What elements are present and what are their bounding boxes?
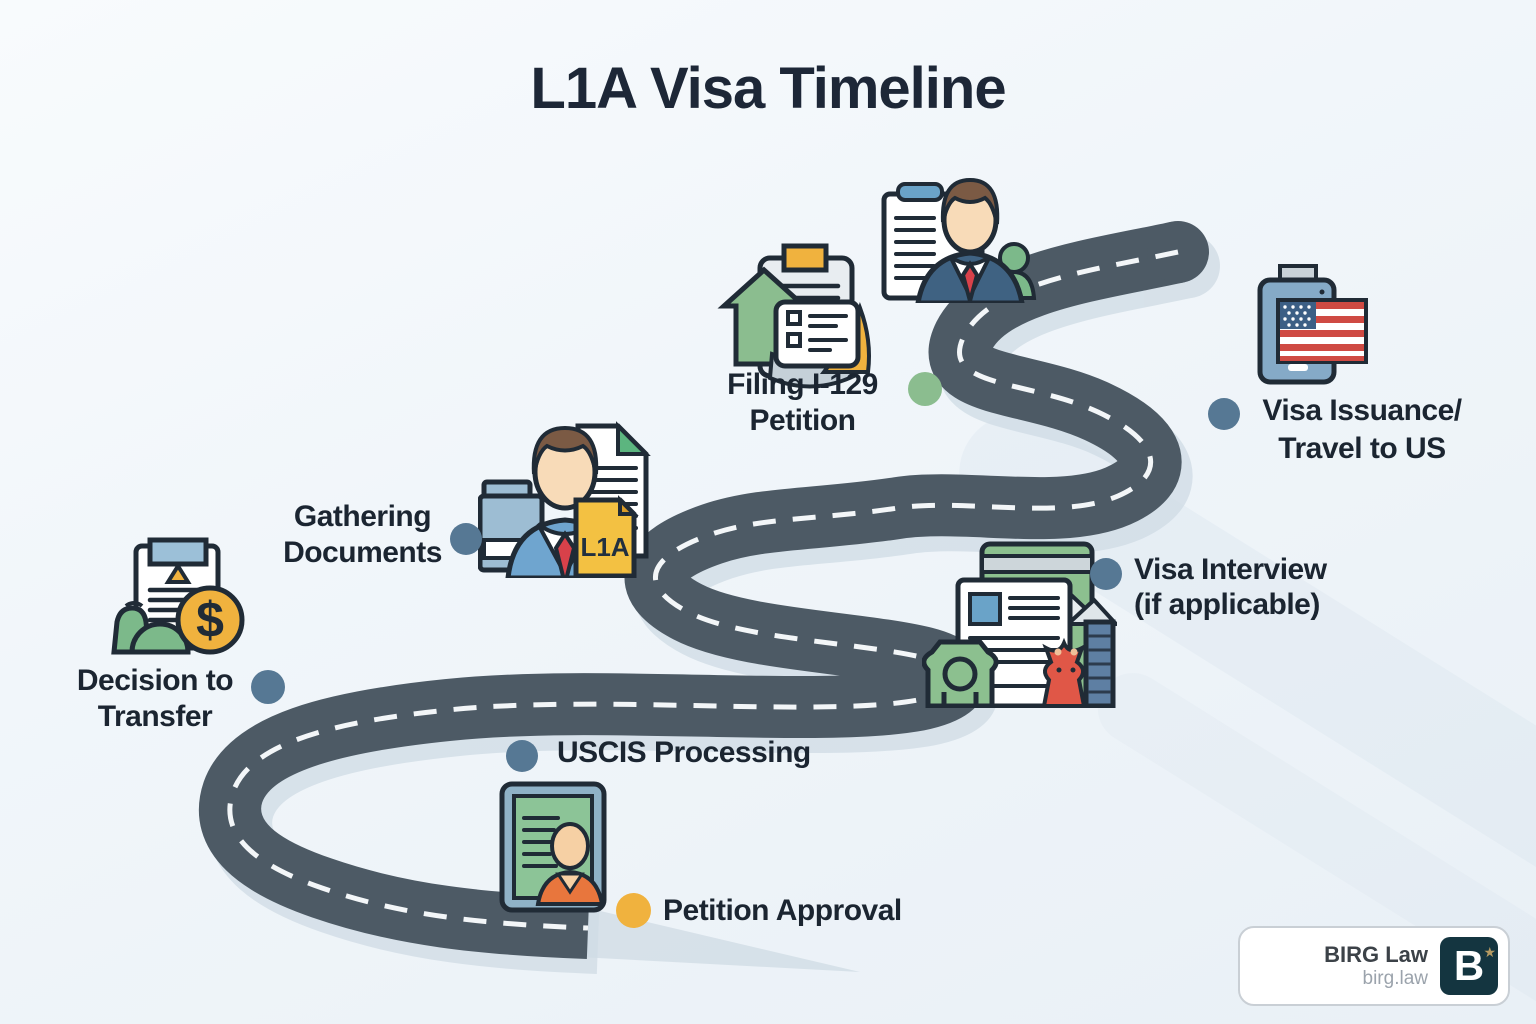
gathering-milestone-dot [450,523,482,555]
decision-milestone-dot [251,670,285,704]
petition-approval-icon [499,781,607,913]
visa-interview-icon [922,541,1117,708]
paperclip [896,182,944,202]
filing-milestone-dot [908,372,942,406]
brand-name: BIRG Law [1324,942,1428,968]
approved-person-face [550,822,590,870]
decision-to-transfer-icon: $ [111,537,245,655]
visa-issuance-icon [1257,264,1368,385]
label-visa-interview: Visa Interview (if applicable) [1134,553,1327,621]
brand-domain: birg.law [1362,967,1428,989]
filing-i129-icon [717,243,871,389]
uscis-milestone-dot [506,740,538,772]
label-filing-i129-petition: Filing I-129 Petition [727,368,878,437]
applicant-document-icon [881,177,1037,303]
brand-logo-star-icon: ★ [1483,944,1496,960]
label-uscis-processing: USCIS Processing [557,736,811,769]
dollar-sign: $ [196,592,224,648]
brand-logo: B ★ [1440,937,1498,995]
person-hair [531,425,599,475]
issuance-milestone-dot [1208,398,1240,430]
brand-text: BIRG Law birg.law [1324,942,1428,989]
l1a-folder [573,497,637,578]
green-person-head [998,242,1030,274]
petition-milestone-dot [616,893,651,928]
interview-milestone-dot [1090,558,1122,590]
dollar-coin [175,585,245,655]
brand-card: BIRG Law birg.law B ★ [1238,926,1510,1006]
red-tie [960,260,980,303]
label-gathering-documents: Gathering Documents [283,500,442,569]
l1a-folder-label: L1A [580,532,629,562]
applicant-hair [940,177,1000,225]
green-stamp [922,639,999,708]
gathering-documents-icon: L1A [478,421,651,578]
brand-logo-letter: B [1453,942,1485,989]
page-title: L1A Visa Timeline [530,56,1006,121]
label-decision-to-transfer: Decision to Transfer [76,664,234,733]
red-statue [1041,637,1087,708]
red-tie [553,530,577,578]
label-petition-approval: Petition Approval [663,894,902,927]
label-visa-issuance: Visa Issuance/ Travel to US [1262,394,1462,465]
clipboard-clip [781,243,829,273]
us-flag [1276,298,1368,364]
